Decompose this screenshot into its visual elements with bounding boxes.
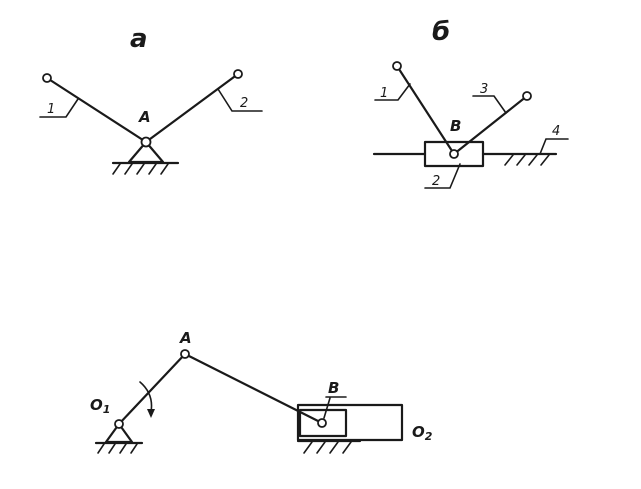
ground-hatching [112,163,169,175]
slider-block [298,408,348,438]
label-link-4: 4 [552,124,560,139]
label-link-3: 3 [480,82,488,97]
diagram-c: A B O1 O2 [90,329,433,454]
joint-end-1 [42,73,52,83]
link-1 [45,76,148,144]
label-link-1: 1 [47,102,55,117]
joint-a [180,349,190,359]
label-o2: O2 [412,423,433,443]
guide-hatching [303,441,352,454]
joint-b-label: B [450,117,461,135]
label-link-2: 2 [240,96,248,111]
leader-1 [374,83,411,101]
diagram-a: a A 1 2 [39,24,263,175]
leader-3 [472,95,507,114]
connecting-rod [183,352,324,425]
label-b: B [328,379,339,397]
joint-end-2 [233,69,243,79]
link-1 [395,64,456,156]
crank [117,352,187,426]
joint-b [317,418,327,428]
label-link-2: 2 [432,174,440,189]
joint-b [449,149,459,159]
rotation-arrow-head [147,409,155,418]
label-o1: O1 [90,396,110,416]
diagram-a-title: a [130,24,148,54]
joint-o1 [114,419,124,429]
label-b-leader [323,397,331,419]
leader-2 [424,163,461,189]
leader-4 [539,138,569,155]
leader-1 [39,98,79,118]
joint-a [140,136,152,148]
label-link-1: 1 [380,86,388,101]
link-2 [144,72,240,144]
slider-block [423,140,485,168]
leader-2 [217,88,263,112]
diagram-b-title: б [432,17,450,47]
joint-end-3 [522,91,532,101]
ground-hatching-o1 [97,443,138,454]
joint-a-label: A [138,108,151,126]
label-a: A [179,329,192,347]
link-3 [452,94,529,156]
diagram-b: б B 1 2 3 4 [372,17,569,189]
joint-end-1 [392,61,402,71]
guide-hatching [504,154,550,166]
